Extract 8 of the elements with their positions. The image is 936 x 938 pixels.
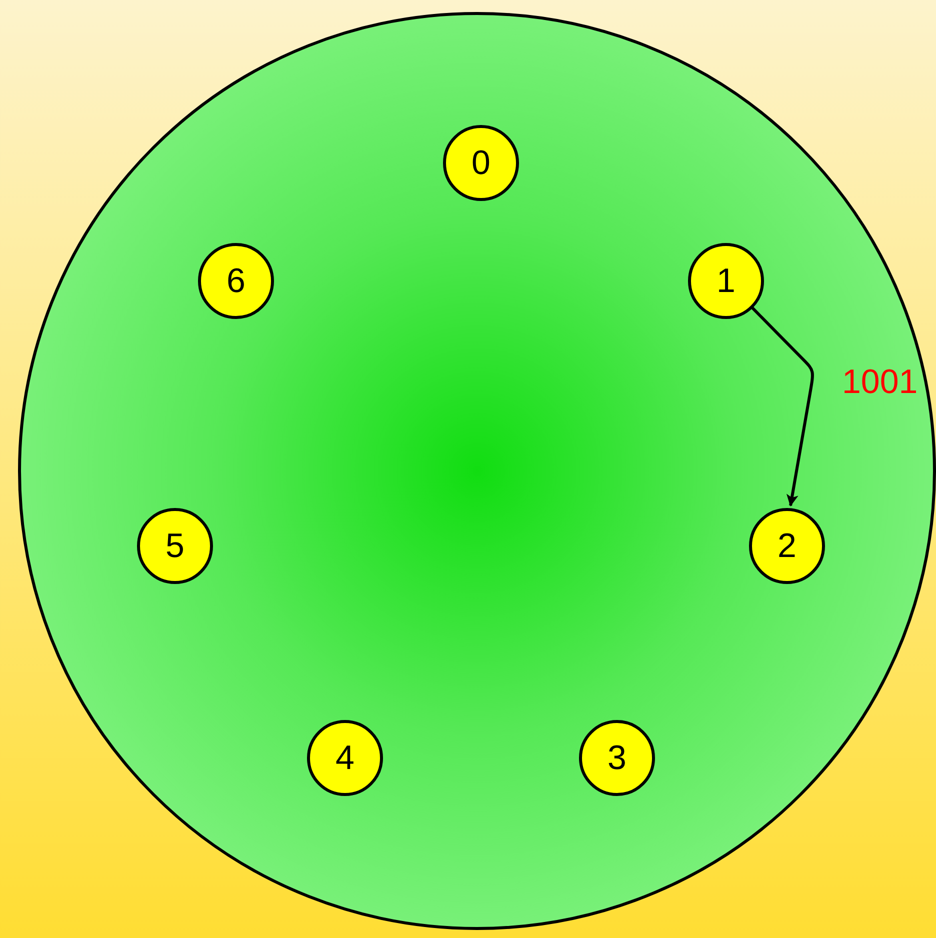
node-label: 1 (716, 264, 736, 298)
node-label: 6 (226, 264, 246, 298)
node-label: 2 (778, 529, 796, 563)
node-label: 3 (608, 741, 626, 775)
edge-label: 1001 (842, 364, 918, 398)
node-label: 5 (166, 529, 184, 563)
node-label: 4 (336, 741, 354, 775)
node-label: 0 (472, 146, 490, 180)
